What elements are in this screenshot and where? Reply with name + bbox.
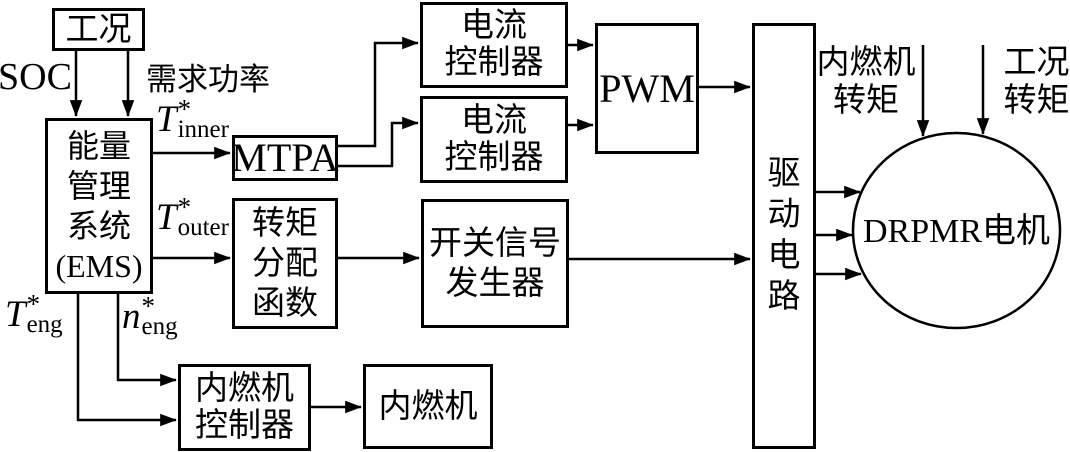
arrow-mtpa-to-current-controller-2 — [337, 116, 419, 168]
switch-signal-generator-box: 开关信号 发生器 — [421, 199, 569, 328]
arrow-ems-neng-to-ice-controller — [116, 293, 177, 387]
t-outer-scripts: * outer — [177, 192, 229, 241]
t-inner-sub: inner — [177, 116, 229, 143]
ems-box-line: 管理 — [66, 168, 131, 204]
t-eng-label: T * eng — [5, 289, 63, 338]
n-eng-label: n * eng — [122, 291, 178, 340]
current-controller-1-line: 控制器 — [444, 45, 544, 81]
drive-circuit-char: 电 — [767, 238, 801, 274]
n-eng-base: n — [122, 296, 141, 337]
t-eng-scripts: * eng — [26, 289, 63, 338]
drive-circuit-box: 驱 动 电 路 — [752, 23, 816, 449]
current-controller-2-line: 控制器 — [444, 139, 544, 176]
mtpa-box: MTPA — [231, 135, 339, 181]
torque-distribution-line: 转矩 — [252, 205, 318, 242]
switch-signal-generator-line: 开关信号 — [429, 225, 561, 262]
ice-torque-line: 转矩 — [833, 83, 899, 119]
ice-torque-line: 内燃机 — [816, 45, 916, 81]
pwm-box: PWM — [595, 23, 699, 154]
condition-box-label: 工况 — [65, 11, 132, 48]
t-outer-label: T * outer — [156, 192, 229, 241]
t-inner-sup: * — [177, 94, 192, 124]
ice-controller-line: 控制器 — [195, 407, 294, 444]
arrow-mtpa-to-current-controller-1 — [337, 36, 419, 148]
ems-box-line: 系统 — [66, 208, 131, 244]
demand-power-label: 需求功率 — [146, 62, 270, 97]
n-eng-sup: * — [141, 291, 156, 321]
ems-box: 能量 管理 系统 (EMS) — [45, 118, 153, 294]
torque-distribution-box: 转矩 分配 函数 — [232, 198, 338, 329]
ice-controller-box: 内燃机 控制器 — [178, 364, 311, 451]
n-eng-sub: eng — [141, 313, 178, 340]
current-controller-2-box: 电流 控制器 — [420, 96, 568, 183]
torque-distribution-line: 分配 — [252, 245, 318, 282]
ems-box-line: 能量 — [66, 128, 131, 164]
drpmr-motor-label: DRPMR电机 — [862, 213, 1051, 250]
t-inner-base: T — [156, 99, 177, 140]
ems-box-line: (EMS) — [55, 248, 143, 284]
drive-circuit-char: 动 — [767, 197, 801, 233]
t-eng-sub: eng — [26, 311, 63, 338]
current-controller-1-line: 电流 — [461, 8, 527, 44]
drive-circuit-char: 路 — [767, 279, 801, 315]
n-eng-scripts: * eng — [141, 291, 178, 340]
mtpa-box-label: MTPA — [231, 135, 339, 180]
soc-label: SOC — [0, 56, 72, 98]
t-inner-scripts: * inner — [177, 94, 229, 143]
condition-box: 工况 — [52, 8, 145, 51]
arrow-ems-teng-to-ice-controller — [76, 293, 177, 427]
t-outer-sub: outer — [177, 214, 229, 241]
torque-distribution-line: 函数 — [252, 285, 318, 322]
condition-torque-line: 工况 — [1003, 45, 1070, 81]
t-outer-base: T — [156, 197, 177, 238]
condition-torque-line: 转矩 — [1003, 83, 1070, 119]
current-controller-1-box: 电流 控制器 — [420, 2, 568, 88]
t-inner-label: T * inner — [156, 94, 229, 143]
ice-box-label: 内燃机 — [378, 388, 478, 425]
t-eng-base: T — [5, 294, 26, 335]
t-eng-sup: * — [26, 289, 41, 319]
switch-signal-generator-line: 发生器 — [445, 265, 545, 302]
pwm-box-label: PWM — [599, 65, 695, 111]
t-outer-sup: * — [177, 192, 192, 222]
drpmr-motor-circle — [851, 131, 1062, 330]
ice-controller-line: 内燃机 — [195, 370, 294, 407]
condition-torque-label: 工况 转矩 — [1003, 44, 1070, 120]
drive-circuit-char: 驱 — [767, 156, 801, 192]
ice-torque-label: 内燃机 转矩 — [811, 44, 921, 120]
ice-box: 内燃机 — [363, 364, 493, 449]
current-controller-2-line: 电流 — [461, 102, 527, 139]
